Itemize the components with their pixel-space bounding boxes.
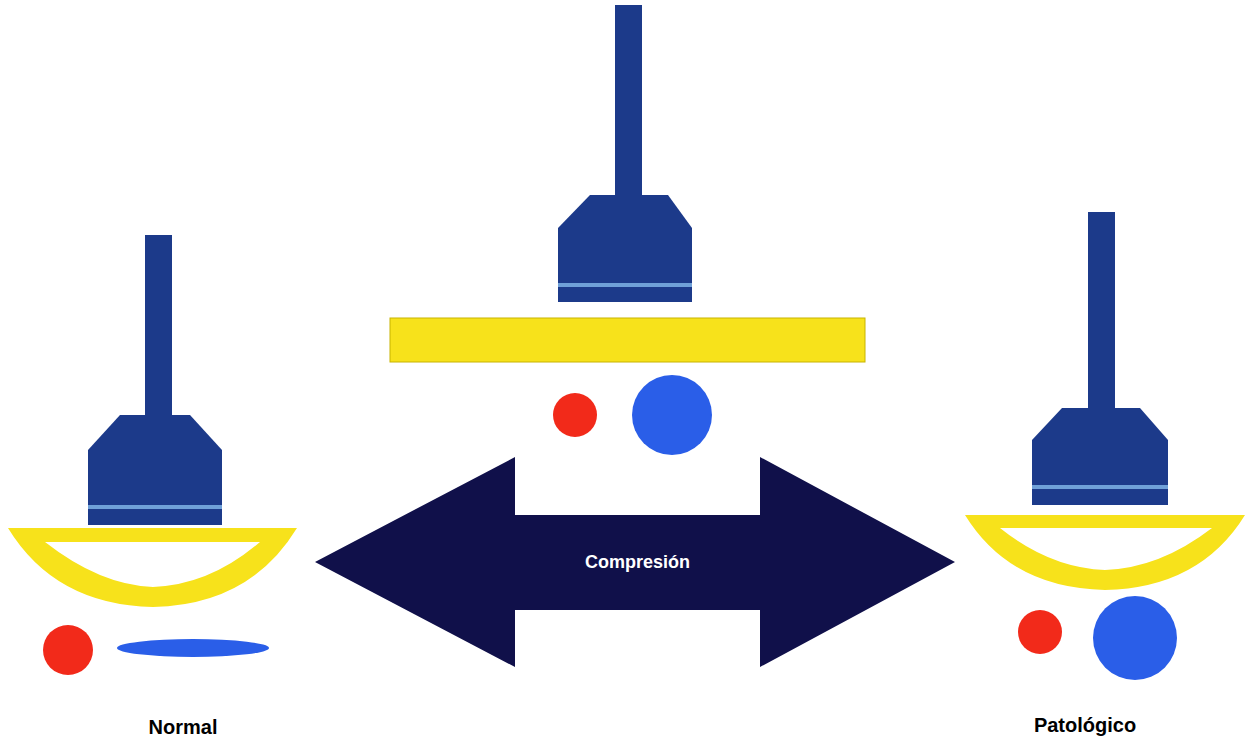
state-label: Patológico [1034,714,1136,737]
vein-collapsed [117,639,269,657]
state-label: Normal [149,716,218,739]
flat-tissue-band [390,318,865,362]
probe-center [558,5,692,302]
compressed-tissue-band [965,515,1245,590]
vein-thrombosed [1093,596,1177,680]
vein-open [632,375,712,455]
compressed-tissue-band [8,528,297,607]
probe-right [1032,212,1168,505]
arrow-label: Compresión [585,552,690,573]
compression-arrow: Compresión [315,457,955,667]
probe-left [88,235,222,525]
artery [1018,610,1062,654]
artery [43,625,93,675]
artery [553,393,597,437]
